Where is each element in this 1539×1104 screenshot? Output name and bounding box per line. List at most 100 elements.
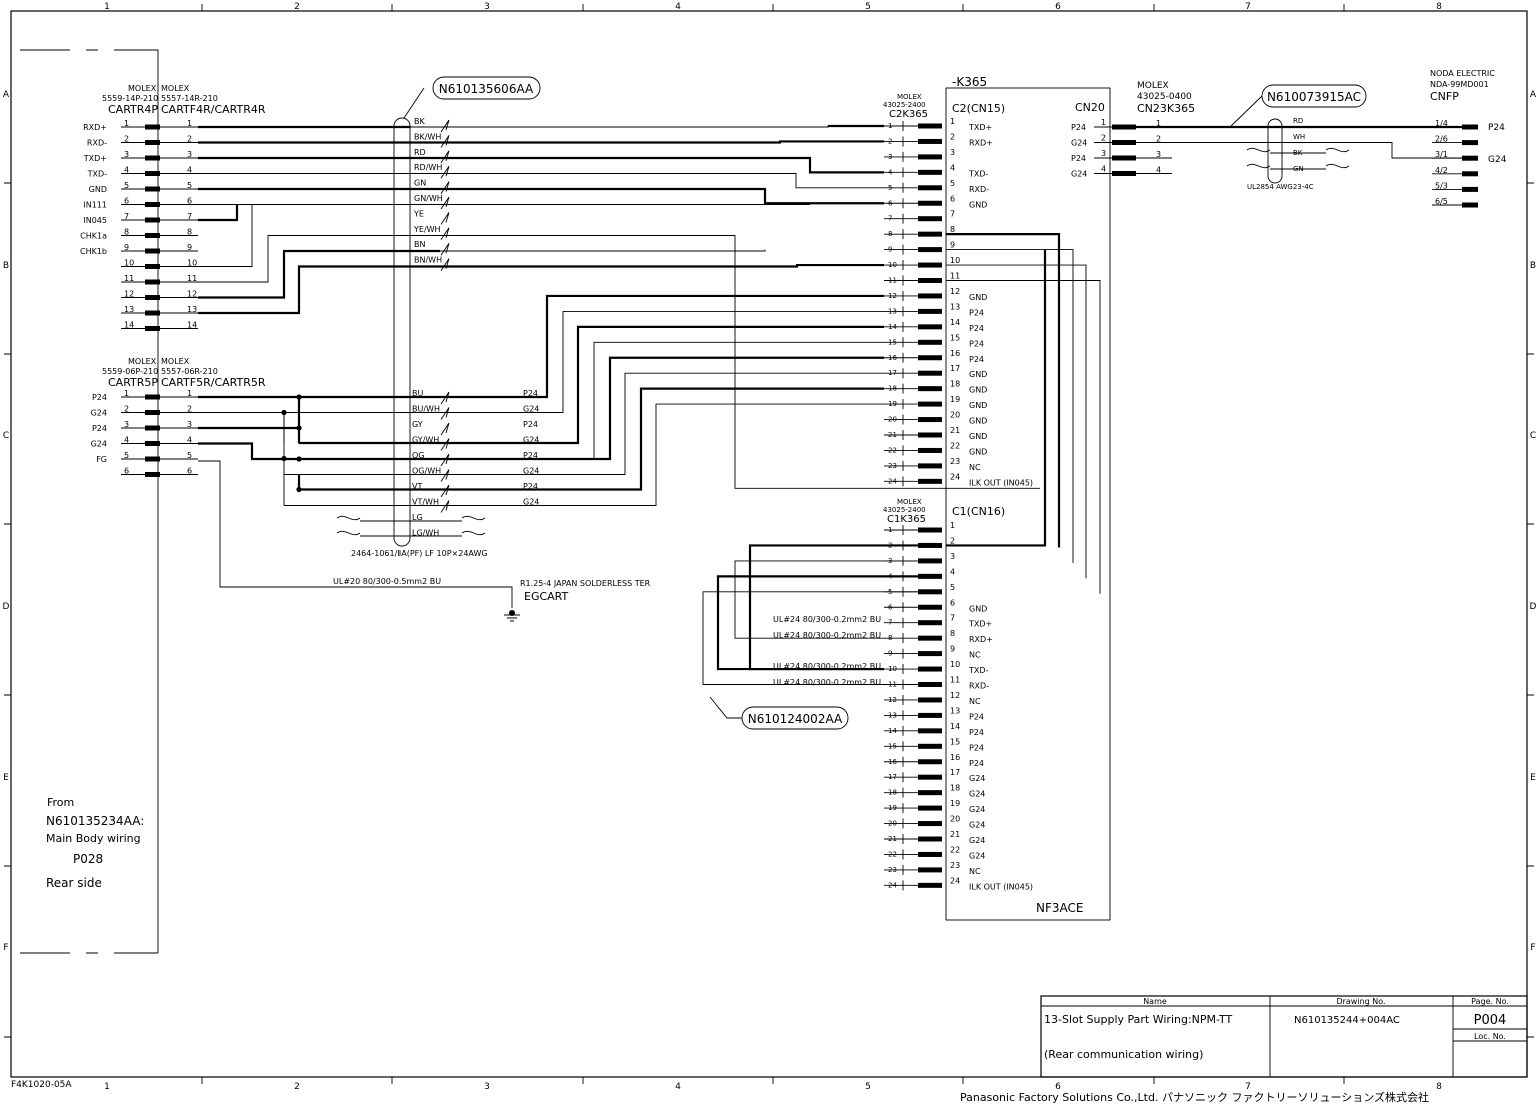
cable1-power-color: VT/WH (412, 498, 439, 507)
grid-label-row-left: E (3, 773, 9, 783)
from-boundary (20, 49, 159, 954)
wire (198, 204, 239, 222)
cartr4-pin-a: 14 (124, 321, 134, 330)
cnfp-pin: 5/3 (1435, 181, 1448, 190)
cartr5-signal-label: P24 (92, 424, 107, 433)
cn20-signal: P24 (1071, 123, 1086, 132)
form-number: F4K1020-05A (11, 1080, 72, 1090)
cartr4-pin-a: 2 (124, 135, 129, 144)
grid-label-row-right: B (1530, 261, 1536, 271)
cartr4-pin-a: 9 (124, 243, 129, 252)
cable1-spec: 2464-1061/ⅡA(PF) LF 10P×24AWG (351, 549, 488, 558)
cn20-pin-body (1112, 140, 1136, 145)
cnfp-pin: 4/2 (1435, 166, 1448, 175)
c2-header: C2(CN15) (952, 102, 1005, 115)
junction-dot (281, 409, 287, 416)
c1-signal: G24 (969, 836, 985, 845)
cartr4-pin-a: 11 (124, 274, 134, 283)
grid-label-row-left: B (3, 261, 9, 271)
cable3-callout (741, 706, 849, 730)
cartr5-signal-label: G24 (91, 409, 107, 418)
cnfp-pin: 3/1 (1435, 150, 1448, 159)
cn23-pin: 1 (1156, 119, 1161, 128)
cable1-shield-mark (440, 181, 450, 194)
c1-pin-body (918, 620, 942, 626)
cartr4-pin-body (145, 140, 160, 145)
cartr4-name-b: CARTF4R/CARTR4R (161, 103, 266, 116)
cable1-power-color: OG (412, 451, 425, 460)
c2-signal: TXD+ (968, 123, 992, 132)
cartr4-pin-body (145, 233, 160, 238)
c2-signal: ILK OUT (IN045) (969, 478, 1033, 487)
c1-maker: MOLEX (897, 498, 922, 506)
c1-pin-right: 18 (950, 784, 960, 793)
cn20-pin-body (1112, 171, 1136, 176)
grid-label-col-top: 7 (1245, 2, 1251, 12)
c1-header: C1(CN16) (952, 505, 1005, 518)
grid-label-col-top: 6 (1055, 2, 1061, 12)
c1-signal: G24 (969, 821, 985, 830)
cartr4-signal-label: IN045 (83, 216, 107, 225)
cable1-shield-mark (440, 500, 450, 513)
cartr4-pin-a: 4 (124, 166, 129, 175)
cartr4-pin-b: 11 (187, 274, 197, 283)
c2-name: C2K365 (889, 109, 928, 120)
c2-pin-right: 14 (950, 318, 960, 327)
c1-signal: G24 (969, 790, 985, 799)
c2-pin-right: 13 (950, 302, 960, 311)
cable1-color: BK/WH (414, 132, 441, 141)
cartr4-signal-label: CHK1a (80, 232, 107, 241)
c2-pin-right: 17 (950, 364, 960, 373)
c2-pin-right: 19 (950, 395, 960, 404)
cable1-shield-mark (440, 165, 450, 179)
cartr4-pin-a: 13 (124, 305, 134, 314)
c1-signal: P24 (969, 728, 984, 737)
cable2-bundle: N610073915AC UL2854 AWG23-4C RD WH BK GN (1229, 84, 1367, 191)
cable1-power-label: G24 (523, 405, 539, 414)
cable1-shield-mark (440, 258, 450, 271)
cartr4-pin-a: 7 (124, 212, 129, 221)
grid-label-col-top: 5 (865, 2, 871, 12)
c1-part: 43025-2400 (883, 506, 926, 514)
c2-pin-body (918, 432, 942, 438)
wire (198, 235, 1040, 489)
cable1-shield-mark (440, 438, 450, 451)
grid-label-row-right: D (1530, 602, 1537, 612)
c1-pin-right: 6 (950, 598, 955, 607)
c2-pin-right: 12 (950, 287, 960, 296)
c1-pin-right: 2 (950, 536, 955, 545)
cable1-shield-mark (440, 484, 450, 498)
c1-signal: NC (969, 651, 981, 660)
cable2-color-2: WH (1293, 133, 1305, 141)
cartr4-pin-body (145, 186, 160, 192)
cartr5-pin-b: 4 (187, 436, 192, 445)
c2-pin-body (918, 262, 942, 268)
c1-signal: G24 (969, 805, 985, 814)
c2-pin-body (918, 216, 942, 222)
cartr4-pin-body (145, 279, 160, 285)
c2-pin-right: 20 (950, 411, 960, 420)
cnfp-maker: NODA ELECTRIC (1430, 69, 1495, 78)
grid-label-col-bottom: 8 (1436, 1082, 1442, 1092)
drawing-frame (10, 10, 1528, 1078)
wire (198, 204, 253, 267)
c2-pin-right: 22 (950, 441, 960, 450)
c2-signal: GND (969, 293, 987, 302)
c2-pin-body (918, 185, 942, 191)
cable2-twist (1246, 147, 1350, 170)
cable1-power-label: G24 (523, 467, 539, 476)
grid-label-col-top: 4 (675, 2, 681, 12)
c2-pin-right: 8 (950, 225, 955, 234)
cartr4-pin-body (145, 264, 160, 269)
cn20-pin: 3 (1101, 149, 1106, 158)
grid-marks (4, 4, 1534, 1084)
wire (198, 173, 884, 189)
c1-pin-right: 8 (950, 629, 955, 638)
wire (198, 249, 440, 299)
c1-pin-right: 5 (950, 583, 955, 592)
grid-label-row-left: A (3, 90, 10, 100)
cable1-color: BK (414, 117, 425, 126)
k365-block: -K365 NF3ACE MOLEX 43025-2400 C2K365 C2(… (883, 75, 1111, 921)
